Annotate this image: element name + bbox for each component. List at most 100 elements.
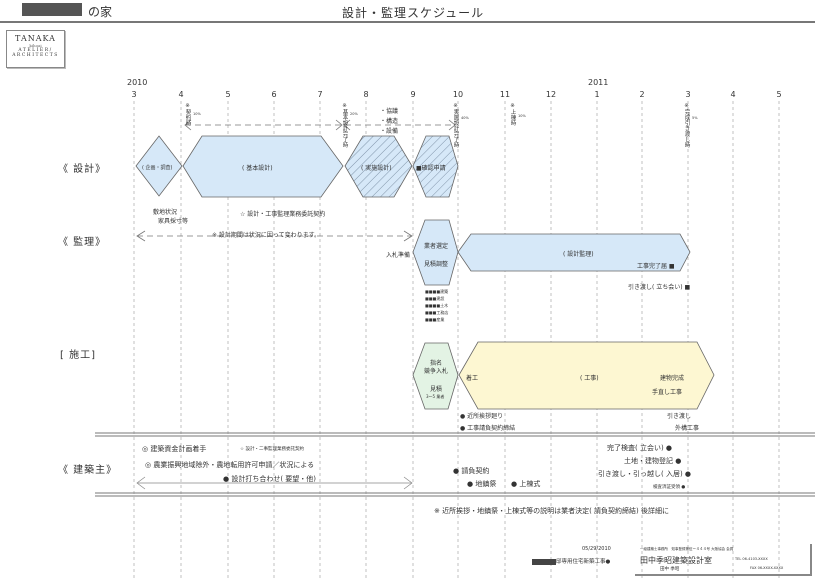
consult-item-1: ・協議 [380, 108, 399, 115]
planning-diamond [135, 135, 183, 197]
planning-note-furniture: 家具採寸等 [158, 218, 189, 225]
design-contract-note: ☆ 設計・工事監理業務委託契約 [240, 211, 326, 218]
contractor-item: ■■■■土木 [425, 303, 449, 308]
contractor-item: ■■■■建築 [425, 289, 449, 294]
planning-label: ( 企画・調査) [142, 165, 173, 171]
exterior-works: 外構工事 [675, 425, 700, 432]
detail-design-label: ( 実施設計) [361, 165, 392, 172]
client-inspection-cert: 検査済証受領 ● [653, 485, 686, 490]
month-label: 5 [225, 90, 231, 99]
supervision-hexagon [457, 233, 691, 272]
basic-design-hexagon [182, 135, 344, 198]
supervision-range-note: ※ 設計期間は状況に因って変わります。 [212, 232, 321, 239]
planning-note-site: 敷地状況 [153, 209, 178, 216]
client-registration: 土地・建物登記 ● [624, 457, 682, 465]
selection-label: 業者選定 [424, 243, 449, 250]
month-label: 4 [730, 90, 736, 99]
month-label: 9 [410, 90, 416, 99]
year-2010: 2010 [127, 78, 148, 87]
contractor-item: ■■■工務店 [425, 310, 449, 315]
client-meetings: ● 設計打ち合わせ( 要望・他) [223, 475, 317, 483]
contractor-item: ■■■建設 [425, 296, 445, 301]
milestone-framing-pct: 10% [518, 114, 526, 118]
firm-logo: TANAKA kihoai ATELIER/ ARCHITECTS [6, 30, 65, 68]
logo-line3: ATELIER/ [18, 48, 53, 53]
header-rule [0, 21, 815, 23]
construction-start: 着工 [466, 375, 479, 382]
month-label: 5 [776, 90, 782, 99]
firm-fax: FAX 06-XXXX-XXXX [750, 566, 784, 570]
row-label-supervision: 《 監理》 [58, 237, 107, 248]
month-label: 3 [685, 90, 691, 99]
works-hexagon [458, 341, 715, 410]
client-build-contract: ● 請負契約 [453, 467, 490, 475]
consult-item-2: ・構造 [380, 118, 399, 125]
year-2011: 2011 [588, 78, 609, 87]
fix-works: 手直し工事 [652, 389, 683, 396]
permit-hexagon [412, 135, 459, 198]
bid-label-2: 競争入札 [424, 368, 449, 375]
firm-person: 田中 季昭 [660, 567, 680, 572]
contractor-item: ■■■産業 [425, 317, 445, 322]
footer-date: 05/29/2010 [582, 546, 611, 552]
basic-design-label: ( 基本設計) [242, 165, 273, 172]
client-farmland: ◎ 農業振興地域除外・農地転用許可申請／状況による [145, 461, 315, 469]
client-funding: ◎ 建築資金計画着手 [142, 445, 207, 453]
row-label-client: 《 建築主》 [58, 465, 118, 476]
estimate-label: 見積 [430, 386, 443, 393]
month-label: 6 [271, 90, 277, 99]
detail-design-hexagon [344, 135, 413, 198]
month-label: 3 [131, 90, 137, 99]
milestone-handover: ※完成引き渡し時 [683, 103, 690, 148]
supervision-label: ( 設計監理) [563, 251, 594, 258]
milestone-detail-done-pct: 40% [461, 116, 469, 120]
month-label: 7 [317, 90, 323, 99]
works-label: ( 工事) [580, 375, 599, 382]
milestone-contract: ※契約時 [184, 103, 191, 126]
bid-prep-label: 入札準備 [386, 252, 411, 259]
month-label: 1 [594, 90, 600, 99]
footer-project-text: 邸専用住宅新築工事● [556, 559, 611, 565]
milestone-detail-done: ※実施設計完了時 [452, 103, 459, 148]
logo-line2: kihoai [29, 43, 42, 48]
month-label: 4 [178, 90, 184, 99]
neighbor-greeting: ● 近所挨拶廻り [460, 413, 504, 420]
client-framing-ceremony: ● 上棟式 [511, 480, 541, 488]
row-label-construction: [ 施工] [60, 350, 96, 361]
firm-tel: TEL 06-4103-XXXX [735, 557, 768, 561]
client-move-in: 引き渡し・引っ越し( 入居) ● [598, 470, 692, 478]
logo-line1: TANAKA [15, 34, 56, 43]
row-label-design: 《 設計》 [58, 164, 107, 175]
client-name-redacted [532, 558, 556, 565]
estimate-adjust-label: 見積調整 [424, 261, 449, 268]
bid-label-1: 指名 [430, 360, 443, 367]
footnote: ※ 近所挨拶・地鎮祭・上棟式等の説明は業者決定( 請負契約締結) 後詳細に [434, 507, 670, 515]
contractor-selection-hexagon [412, 219, 459, 286]
firm-name: 田中季昭建築設計室 [640, 556, 712, 565]
owner-name-redacted [22, 3, 82, 16]
construction-contract: ● 工事請負契約締結 [460, 425, 516, 432]
client-contract-star: ☆ 設計・二事監理業務委託契約 [240, 447, 304, 452]
estimate-sub-label: 3～5 業者 [426, 394, 445, 399]
client-final-inspection: 完了検査( 立会い) ● [607, 444, 673, 452]
footer-project: 邸専用住宅新築工事● [532, 557, 610, 565]
logo-line4: ARCHITECTS [12, 53, 59, 58]
building-complete: 建物完成 [660, 375, 685, 382]
consult-item-3: ・設備 [380, 128, 399, 135]
milestone-contract-pct: 10% [193, 112, 201, 116]
construction-handover: 引き渡し [667, 413, 692, 420]
owner-suffix: の家 [88, 5, 113, 19]
handover-attend: 引き渡し( 立ち会い) ■ [628, 284, 691, 291]
month-label: 11 [499, 90, 511, 99]
milestone-basic-done: ※基本設計完了時 [341, 103, 348, 148]
month-label: 2 [639, 90, 645, 99]
completion-report: 工事完了届 ■ [637, 263, 675, 270]
firm-stamp [635, 544, 812, 576]
bid-hexagon [412, 342, 459, 410]
firm-registration: 一級建築士事務所 知事登録第伍ー４４４号 大阪協会 会員 [640, 547, 734, 551]
document-title: 設計・監理スケジュール [342, 6, 485, 20]
month-label: 12 [545, 90, 557, 99]
client-ground-ceremony: ● 地鎮祭 [467, 480, 497, 488]
month-label: 10 [452, 90, 464, 99]
